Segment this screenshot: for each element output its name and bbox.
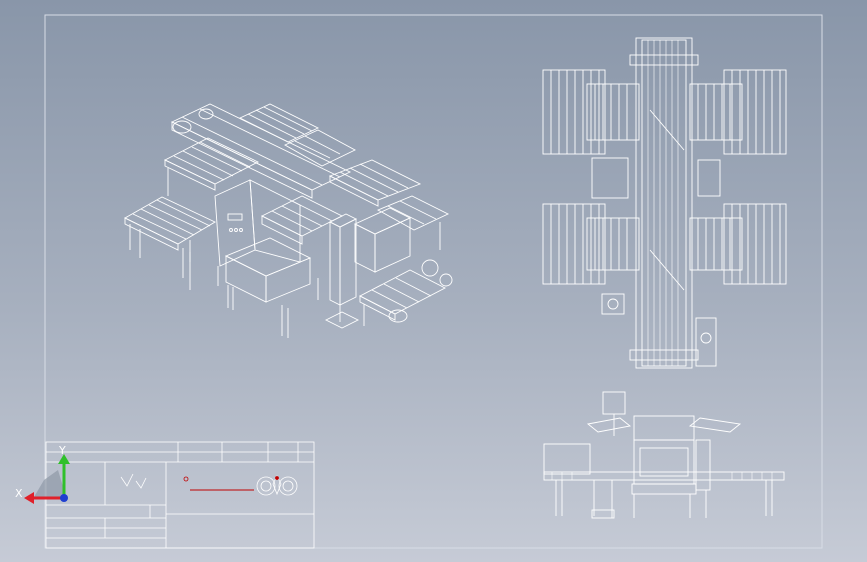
- upper-left-conveyor: [163, 137, 260, 196]
- right-conveyor: [328, 159, 450, 250]
- front-view-main-frame: [633, 439, 695, 485]
- top-view-lower-right-rollers: [689, 203, 787, 285]
- top-view-center-belt: [629, 37, 699, 369]
- top-belt-conveyor: [170, 103, 352, 199]
- front-view: [543, 391, 785, 519]
- ucs-x-label: X: [15, 487, 23, 500]
- front-view-conveyor-bed: [543, 471, 785, 481]
- top-view-lower-left-rollers: [542, 203, 640, 285]
- lift-column: [324, 213, 360, 329]
- front-view-motor: [695, 439, 711, 491]
- support-legs: [189, 240, 365, 338]
- center-conveyor: [260, 195, 344, 245]
- top-view-upper-right-rollers: [689, 69, 787, 155]
- isometric-view: [124, 103, 453, 338]
- front-view-belt: [631, 483, 697, 495]
- top-view: [542, 37, 787, 369]
- front-view-column-head: [602, 391, 626, 415]
- top-view-motors: [601, 293, 717, 367]
- title-block: [45, 441, 315, 549]
- product-box: [224, 237, 312, 303]
- front-view-right-arm: [688, 417, 742, 433]
- front-view-hopper: [633, 415, 695, 441]
- machine-cabinet: [214, 179, 301, 267]
- drive-unit: [353, 207, 453, 287]
- drawing-border: [44, 14, 823, 549]
- ucs-origin: [60, 494, 68, 502]
- left-conveyor: [124, 196, 216, 290]
- ucs-icon: Y X: [15, 444, 70, 504]
- outfeed-belt: [359, 269, 446, 323]
- gear-logo-icon: [256, 475, 298, 496]
- top-view-middle-blocks: [591, 157, 721, 199]
- surface-finish-symbol: [120, 473, 134, 487]
- front-view-legs: [555, 480, 773, 519]
- ucs-y-label: Y: [58, 444, 66, 457]
- front-view-left-arm: [586, 417, 632, 433]
- top-right-conveyor: [238, 103, 356, 167]
- front-view-left-box: [543, 443, 591, 475]
- top-view-upper-left-rollers: [542, 69, 640, 155]
